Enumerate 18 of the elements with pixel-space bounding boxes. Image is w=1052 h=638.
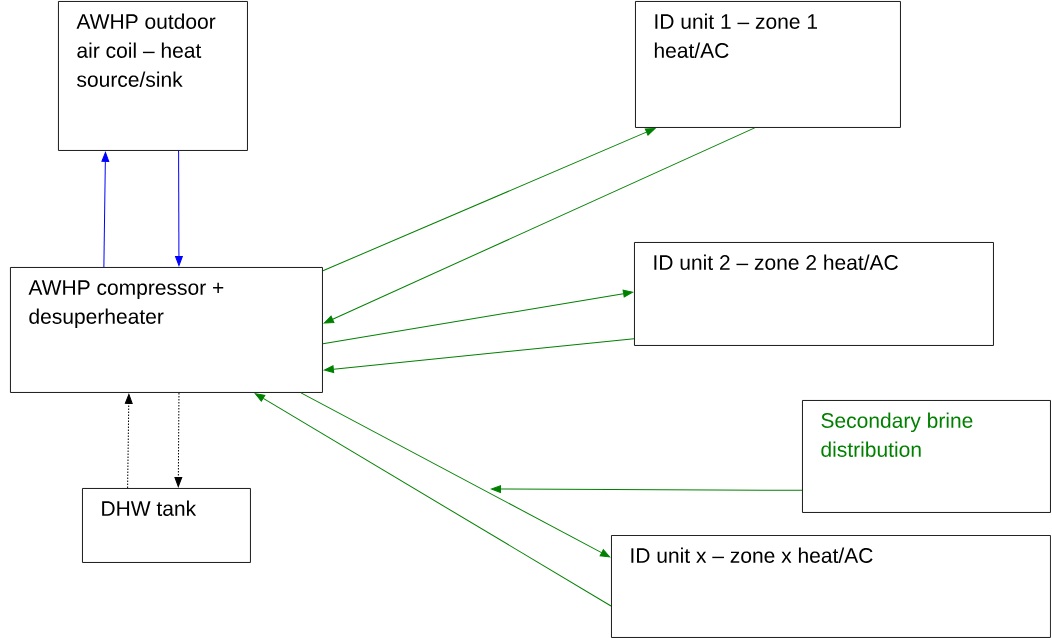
arrow bbox=[300, 392, 611, 558]
process-box: ID unit 1 – zone 1 heat/AC bbox=[635, 1, 901, 128]
process-box: ID unit x – zone x heat/AC bbox=[611, 535, 1051, 638]
arrow bbox=[254, 393, 612, 607]
arrow bbox=[323, 127, 756, 324]
process-box: AWHP outdoor air coil – heat source/sink bbox=[58, 1, 248, 151]
arrow bbox=[175, 150, 183, 267]
arrow bbox=[323, 338, 635, 374]
process-box: DHW tank bbox=[82, 488, 251, 563]
note-box: Secondary brine distribution bbox=[802, 400, 1051, 513]
arrow bbox=[124, 393, 133, 489]
process-box: ID unit 2 – zone 2 heat/AC bbox=[634, 242, 994, 346]
arrow bbox=[322, 289, 634, 345]
arrow bbox=[490, 485, 803, 493]
process-box: AWHP compressor + desuperheater bbox=[10, 267, 323, 393]
arrow bbox=[322, 127, 656, 272]
arrow bbox=[101, 151, 110, 268]
arrow bbox=[174, 392, 183, 488]
